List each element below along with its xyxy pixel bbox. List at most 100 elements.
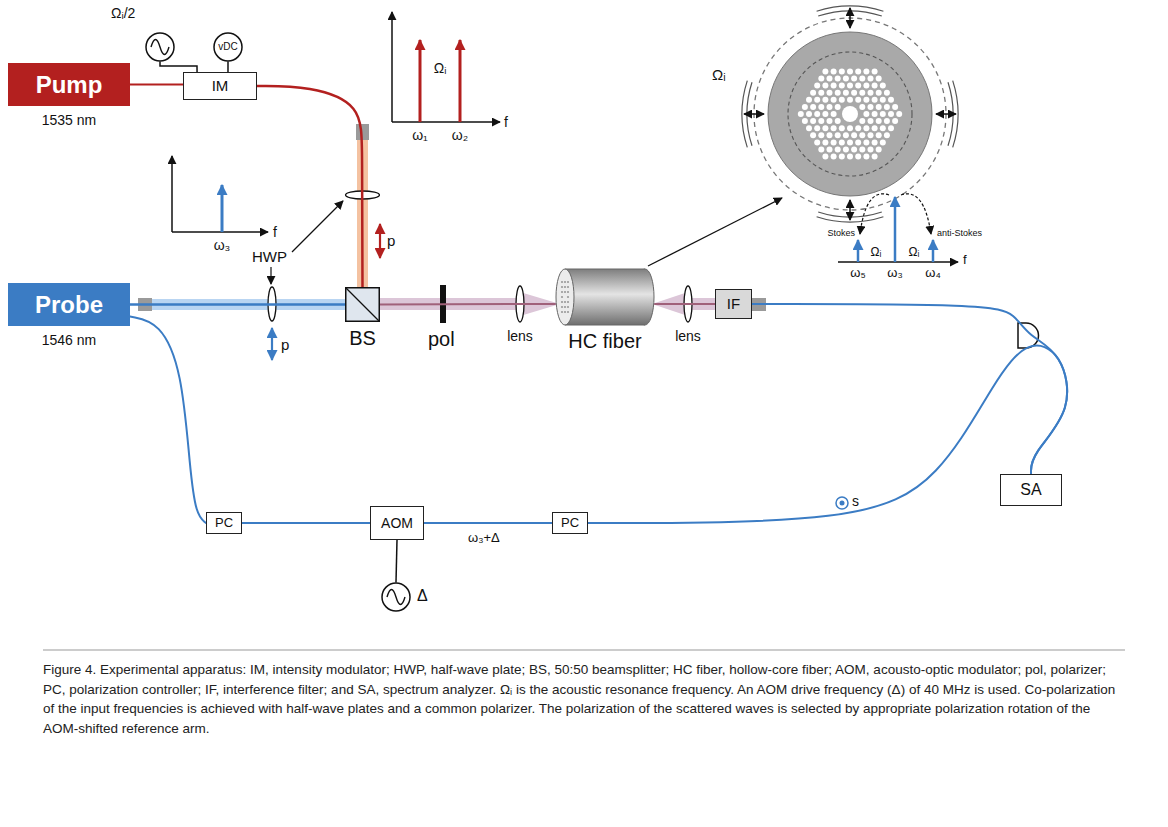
- air-hole: [872, 111, 878, 117]
- air-hole: [851, 147, 857, 153]
- air-hole: [884, 90, 890, 96]
- leader-line: [648, 198, 782, 266]
- air-hole: [855, 154, 861, 160]
- air-hole: [876, 147, 882, 153]
- output-spectrum: [838, 194, 958, 262]
- air-hole: [851, 75, 857, 81]
- fiber-cylinder: [555, 268, 655, 326]
- hollow-core: [842, 106, 858, 122]
- fiber-hole: [567, 311, 569, 313]
- air-hole: [835, 104, 841, 110]
- frequency-label: ω₃: [887, 266, 902, 281]
- air-hole: [831, 154, 837, 160]
- inner-outline: [788, 52, 912, 176]
- air-hole: [868, 118, 874, 124]
- air-hole: [839, 139, 845, 145]
- air-hole: [888, 111, 894, 117]
- air-hole: [827, 90, 833, 96]
- part-label: lens: [675, 328, 701, 344]
- air-hole: [847, 154, 853, 160]
- fiber-hole: [561, 296, 563, 298]
- frequency-label: ω₁: [412, 127, 428, 143]
- fiber-hole: [561, 291, 563, 293]
- air-hole: [818, 132, 824, 138]
- air-hole: [859, 132, 865, 138]
- fiber-hole: [567, 296, 569, 298]
- node-label: PC: [215, 516, 233, 531]
- fiber-connector: [752, 304, 1067, 474]
- node-label: IM: [212, 77, 229, 94]
- air-hole: [868, 104, 874, 110]
- fiber-connector: [130, 303, 345, 306]
- air-hole: [806, 125, 812, 131]
- air-hole: [802, 104, 808, 110]
- air-hole: [831, 139, 837, 145]
- fiber-body: [565, 269, 645, 325]
- vibration-arrow: [849, 8, 851, 28]
- probe-beam-path: [138, 201, 345, 360]
- air-hole: [839, 83, 845, 89]
- fiber-edge: [565, 269, 645, 325]
- air-hole: [839, 68, 845, 74]
- vibration-arrow: [744, 113, 764, 115]
- fiber-hole: [567, 281, 569, 283]
- air-hole: [872, 154, 878, 160]
- frequency-label: ω₃: [214, 237, 231, 253]
- polarization-label: s: [852, 493, 859, 509]
- air-hole: [896, 111, 902, 117]
- fiber-hole: [567, 306, 569, 308]
- axis: [171, 156, 173, 232]
- air-hole: [880, 97, 886, 103]
- air-hole: [876, 104, 882, 110]
- node-caption: HC fiber: [568, 330, 641, 353]
- node-label: vDC: [218, 41, 237, 53]
- fiber-hole: [567, 286, 569, 288]
- air-hole: [855, 97, 861, 103]
- spectral-line: [932, 240, 935, 262]
- air-hole: [876, 75, 882, 81]
- polarization-arrow: [271, 328, 273, 360]
- polarization-label: p: [281, 336, 289, 353]
- modulator-box: IM: [183, 72, 257, 100]
- air-hole: [827, 132, 833, 138]
- air-hole: [839, 125, 845, 131]
- spectral-line: [894, 197, 897, 262]
- controller-box: PC: [206, 512, 242, 534]
- polarization-arrow: [379, 224, 381, 258]
- beamsplitter-cube: [345, 287, 380, 322]
- axis-label: f: [504, 114, 508, 130]
- fiber-hole: [564, 306, 566, 308]
- axis-label: f: [963, 253, 967, 268]
- caption: Figure 4. Experimental apparatus: IM, in…: [43, 660, 1125, 738]
- fiber-hole: [567, 291, 569, 293]
- laser-box: Pump1535 nm: [8, 63, 130, 106]
- air-hole: [859, 147, 865, 153]
- air-hole: [892, 104, 898, 110]
- node-label: IF: [727, 295, 740, 312]
- axis: [391, 12, 393, 122]
- air-hole: [876, 118, 882, 124]
- air-hole: [818, 147, 824, 153]
- air-hole: [843, 147, 849, 153]
- air-hole: [863, 139, 869, 145]
- source-symbol: [145, 32, 175, 62]
- spectral-line: [459, 40, 462, 122]
- air-hole: [814, 125, 820, 131]
- air-hole: [859, 75, 865, 81]
- caption-rule: [43, 650, 1125, 651]
- air-hole: [872, 83, 878, 89]
- air-hole: [818, 75, 824, 81]
- axis-label: f: [273, 224, 277, 240]
- air-hole: [814, 97, 820, 103]
- air-hole: [859, 90, 865, 96]
- frequency-spacing: Ωᵢ: [434, 60, 447, 76]
- leader-line: [270, 267, 271, 284]
- air-hole: [843, 132, 849, 138]
- air-hole: [818, 118, 824, 124]
- air-hole: [868, 90, 874, 96]
- fiber-connector: [380, 303, 555, 306]
- air-hole: [855, 68, 861, 74]
- axis: [392, 121, 500, 123]
- air-hole: [847, 68, 853, 74]
- fiber-connector: [227, 62, 229, 72]
